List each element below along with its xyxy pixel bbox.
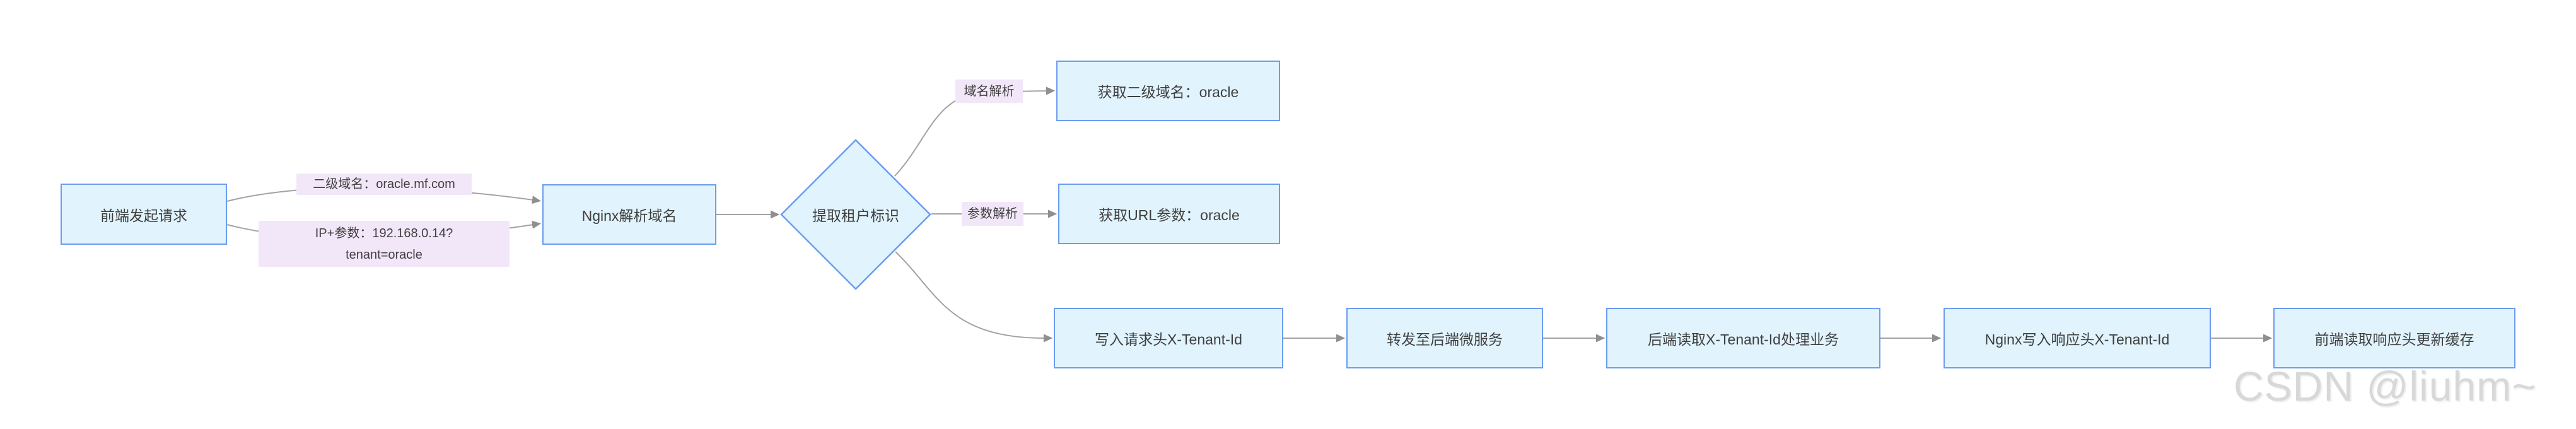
- node-frontend-request: 前端发起请求: [61, 184, 227, 245]
- edge-label-ip-param-line1: IP+参数：192.168.0.14?: [315, 226, 453, 240]
- node-forward-to-backend-label: 转发至后端微服务: [1387, 331, 1503, 348]
- node-extract-tenant-id: 提取租户标识: [780, 139, 931, 290]
- edge-label-domain-parse: 域名解析: [955, 79, 1023, 103]
- node-backend-process: 后端读取X-Tenant-Id处理业务: [1606, 308, 1880, 368]
- edge-label-domain-parse-text: 域名解析: [964, 84, 1015, 98]
- node-get-subdomain: 获取二级域名：oracle: [1056, 61, 1280, 121]
- edge-label-param-parse: 参数解析: [962, 202, 1023, 226]
- node-nginx-parse-domain: Nginx解析域名: [542, 184, 716, 245]
- edge-label-param-parse-text: 参数解析: [967, 207, 1018, 221]
- node-extract-tenant-id-label: 提取租户标识: [812, 208, 899, 224]
- node-forward-to-backend: 转发至后端微服务: [1346, 308, 1543, 368]
- edge-label-ip-param-line2: tenant=oracle: [346, 247, 423, 262]
- node-write-request-header-label: 写入请求头X-Tenant-Id: [1095, 331, 1242, 348]
- edge-label-subdomain-text: 二级域名：oracle.mf.com: [313, 177, 455, 191]
- diamond-shape: [780, 139, 931, 290]
- node-frontend-update-cache-label: 前端读取响应头更新缓存: [2314, 331, 2474, 348]
- node-write-request-header: 写入请求头X-Tenant-Id: [1054, 308, 1283, 368]
- edge-label-subdomain: 二级域名：oracle.mf.com: [296, 173, 472, 195]
- node-nginx-write-response-label: Nginx写入响应头X-Tenant-Id: [1984, 331, 2170, 348]
- node-get-url-param: 获取URL参数：oracle: [1058, 184, 1280, 244]
- node-frontend-request-label: 前端发起请求: [100, 207, 187, 224]
- node-get-url-param-label: 获取URL参数：oracle: [1099, 207, 1240, 223]
- edge-label-ip-param: IP+参数：192.168.0.14? tenant=oracle: [259, 221, 510, 267]
- node-get-subdomain-label: 获取二级域名：oracle: [1097, 84, 1239, 100]
- node-nginx-parse-domain-label: Nginx解析域名: [581, 208, 677, 224]
- node-nginx-write-response: Nginx写入响应头X-Tenant-Id: [1944, 308, 2211, 368]
- node-backend-process-label: 后端读取X-Tenant-Id处理业务: [1648, 331, 1839, 348]
- edge-extract-tenant-id-to-write-request-header: [895, 251, 1045, 338]
- node-frontend-update-cache: 前端读取响应头更新缓存: [2273, 308, 2515, 368]
- csdn-watermark: CSDN @liuhm~: [2234, 363, 2537, 409]
